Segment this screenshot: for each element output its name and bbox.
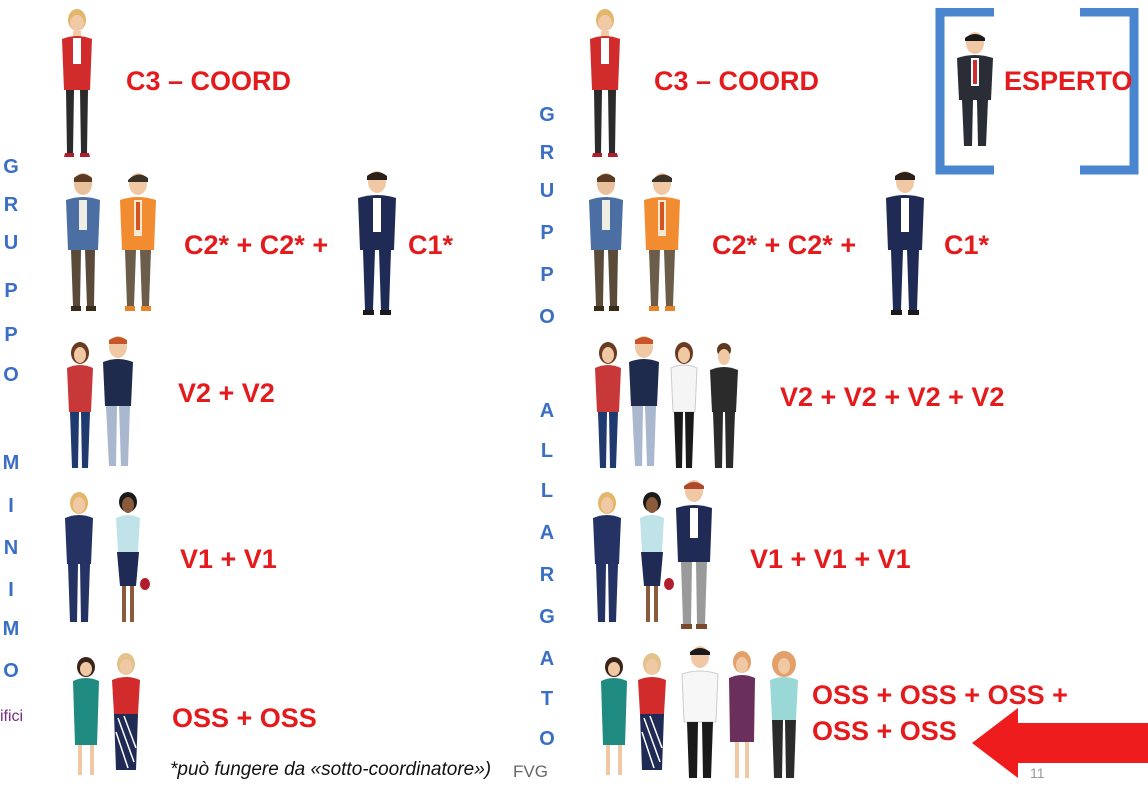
left-title-letter: U — [3, 232, 19, 254]
c2-person-icon — [636, 170, 688, 315]
left-oss-label: OSS + OSS — [172, 703, 317, 733]
left-title-letter: N — [3, 537, 19, 559]
v1-person-icon — [60, 490, 98, 630]
right-title-letter: U — [539, 180, 555, 202]
right-title-letter: A — [539, 522, 555, 544]
c2-person-icon — [583, 170, 629, 315]
c2-person-icon — [60, 170, 106, 315]
right-title-letter: O — [539, 728, 555, 750]
v2-person-icon — [666, 340, 702, 475]
v1-person-icon — [588, 490, 626, 630]
right-title-letter: A — [539, 400, 555, 422]
oss-person-icon — [762, 650, 806, 785]
c2-person-icon — [112, 170, 164, 315]
coordinator-person-icon — [580, 5, 630, 160]
left-title-letter: I — [8, 579, 14, 601]
left-c1-label: C1* — [408, 230, 454, 260]
expert-bracket — [930, 7, 1144, 183]
left-title-letter: M — [2, 452, 20, 474]
left-v1-label: V1 + V1 — [180, 544, 277, 574]
expert-person-icon — [952, 30, 998, 152]
right-title-letter: G — [539, 606, 555, 628]
right-c1-label: C1* — [944, 230, 990, 260]
right-title-letter: T — [540, 688, 554, 710]
left-title-letter: M — [2, 618, 20, 640]
oss-person-icon — [632, 652, 672, 782]
right-title-letter: R — [539, 142, 555, 164]
left-title-letter: G — [3, 156, 19, 178]
v2-person-icon — [62, 340, 98, 475]
v2-person-icon — [624, 334, 664, 474]
right-title-letter: A — [539, 648, 555, 670]
left-v2-label: V2 + V2 — [178, 378, 275, 408]
right-v2-label: V2 + V2 + V2 + V2 — [780, 382, 1005, 412]
c1-person-icon — [352, 168, 402, 318]
arrow-left-icon — [972, 708, 1148, 783]
right-title-letter: L — [540, 440, 554, 462]
oss-person-icon — [676, 644, 724, 784]
footnote: *può fungere da «sotto-coordinatore») — [170, 759, 492, 780]
right-coord-label: C3 – COORD — [654, 66, 820, 96]
v1-person-icon — [108, 490, 152, 630]
v2-person-icon — [590, 340, 626, 475]
footer-text: FVG — [513, 762, 548, 781]
left-title-letter: I — [8, 495, 14, 517]
oss-person-icon — [106, 652, 146, 782]
right-title-letter: R — [539, 564, 555, 586]
v2-person-icon — [98, 334, 138, 474]
left-c2-label: C2* + C2* + — [184, 230, 329, 260]
oss-person-icon — [596, 655, 632, 780]
v2-person-icon — [704, 340, 744, 475]
right-v1-label: V1 + V1 + V1 — [750, 544, 911, 574]
v1-person-icon — [670, 478, 718, 633]
right-oss-label-line2: OSS + OSS — [812, 716, 957, 746]
right-oss-label-line1: OSS + OSS + OSS + — [812, 680, 1068, 710]
left-coord-label: C3 – COORD — [126, 66, 292, 96]
coordinator-person-icon — [52, 5, 102, 160]
page-number: 11 — [1030, 765, 1045, 781]
c1-person-icon — [880, 168, 930, 318]
oss-person-icon — [68, 655, 104, 780]
left-title-letter: P — [4, 280, 18, 302]
left-title-letter: P — [4, 324, 18, 346]
right-title-letter: P — [540, 222, 554, 244]
right-title-letter: P — [540, 264, 554, 286]
v1-person-icon — [632, 490, 676, 630]
right-c2-label: C2* + C2* + — [712, 230, 857, 260]
expert-label: ESPERTO — [1004, 66, 1133, 96]
left-edge-text: ifici — [0, 708, 24, 725]
right-title-letter: L — [540, 480, 554, 502]
oss-person-icon — [722, 650, 762, 785]
left-title-letter: O — [3, 364, 19, 386]
right-title-letter: O — [539, 306, 555, 328]
left-title-letter: R — [3, 194, 19, 216]
left-title-letter: O — [3, 660, 19, 682]
right-title-letter: G — [539, 104, 555, 126]
